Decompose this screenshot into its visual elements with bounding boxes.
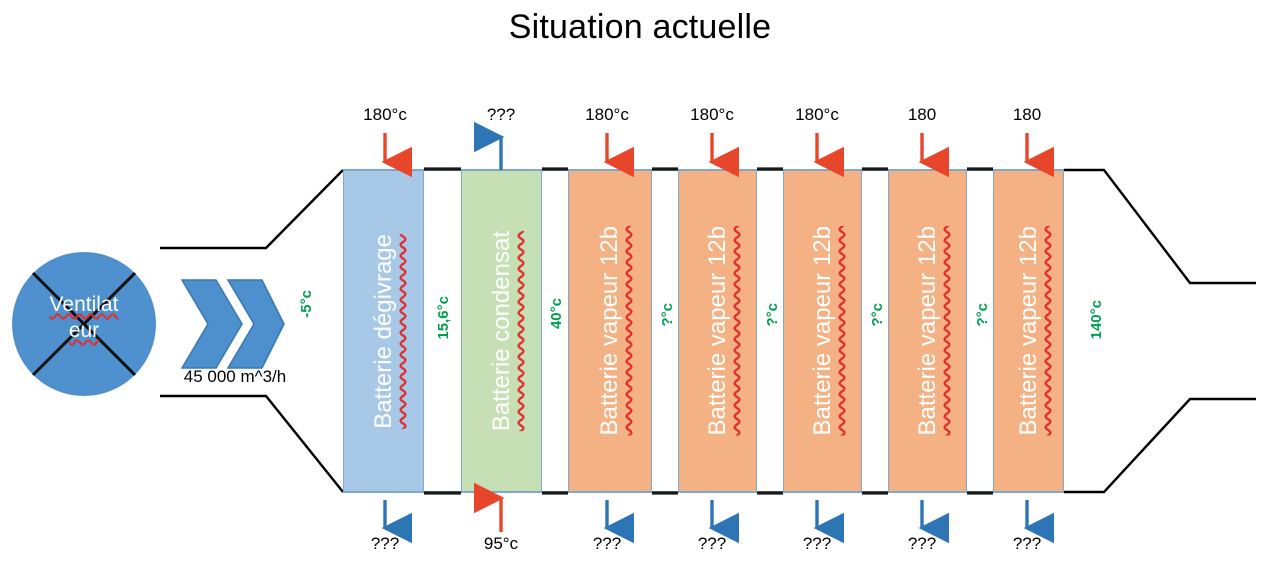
fan-blades-icon <box>31 271 137 377</box>
bottom-arrow-label-1: ??? <box>370 534 400 553</box>
airflow-chevrons-icon <box>180 278 285 370</box>
top-arrow-label-1: 180°c <box>363 105 407 124</box>
coil-block-vapeur-4[interactable]: Batterie vapeur 12b <box>888 170 967 492</box>
airflow-rate-label: 45 000 m^3/h <box>183 367 287 386</box>
bottom-arrow-label-3: ??? <box>592 534 622 553</box>
coil-block-vapeur-3[interactable]: Batterie vapeur 12b <box>783 170 862 492</box>
coil-block-degivrage[interactable]: Batterie dégivrage <box>343 170 424 492</box>
top-arrow-label-4: 180°c <box>690 105 734 124</box>
coil-block-vapeur-5[interactable]: Batterie vapeur 12b <box>993 170 1064 492</box>
coil-block-condensat[interactable]: Batterie condensat <box>461 170 542 492</box>
top-arrow-label-2: ??? <box>486 105 516 124</box>
top-arrow-label-3: 180°c <box>585 105 629 124</box>
top-arrow-label-5: 180°c <box>795 105 839 124</box>
bottom-arrow-label-4: ??? <box>697 534 727 553</box>
bottom-arrow-label-5: ??? <box>802 534 832 553</box>
bottom-arrow-label-2: 95°c <box>483 534 519 553</box>
coil-block-vapeur-1[interactable]: Batterie vapeur 12b <box>568 170 652 492</box>
bottom-arrow-label-7: ??? <box>1012 534 1042 553</box>
coil-block-vapeur-2[interactable]: Batterie vapeur 12b <box>678 170 757 492</box>
top-arrow-label-7: 180 <box>1012 105 1042 124</box>
page-title: Situation actuelle <box>508 8 772 46</box>
top-arrow-label-6: 180 <box>907 105 937 124</box>
bottom-arrow-label-6: ??? <box>907 534 937 553</box>
